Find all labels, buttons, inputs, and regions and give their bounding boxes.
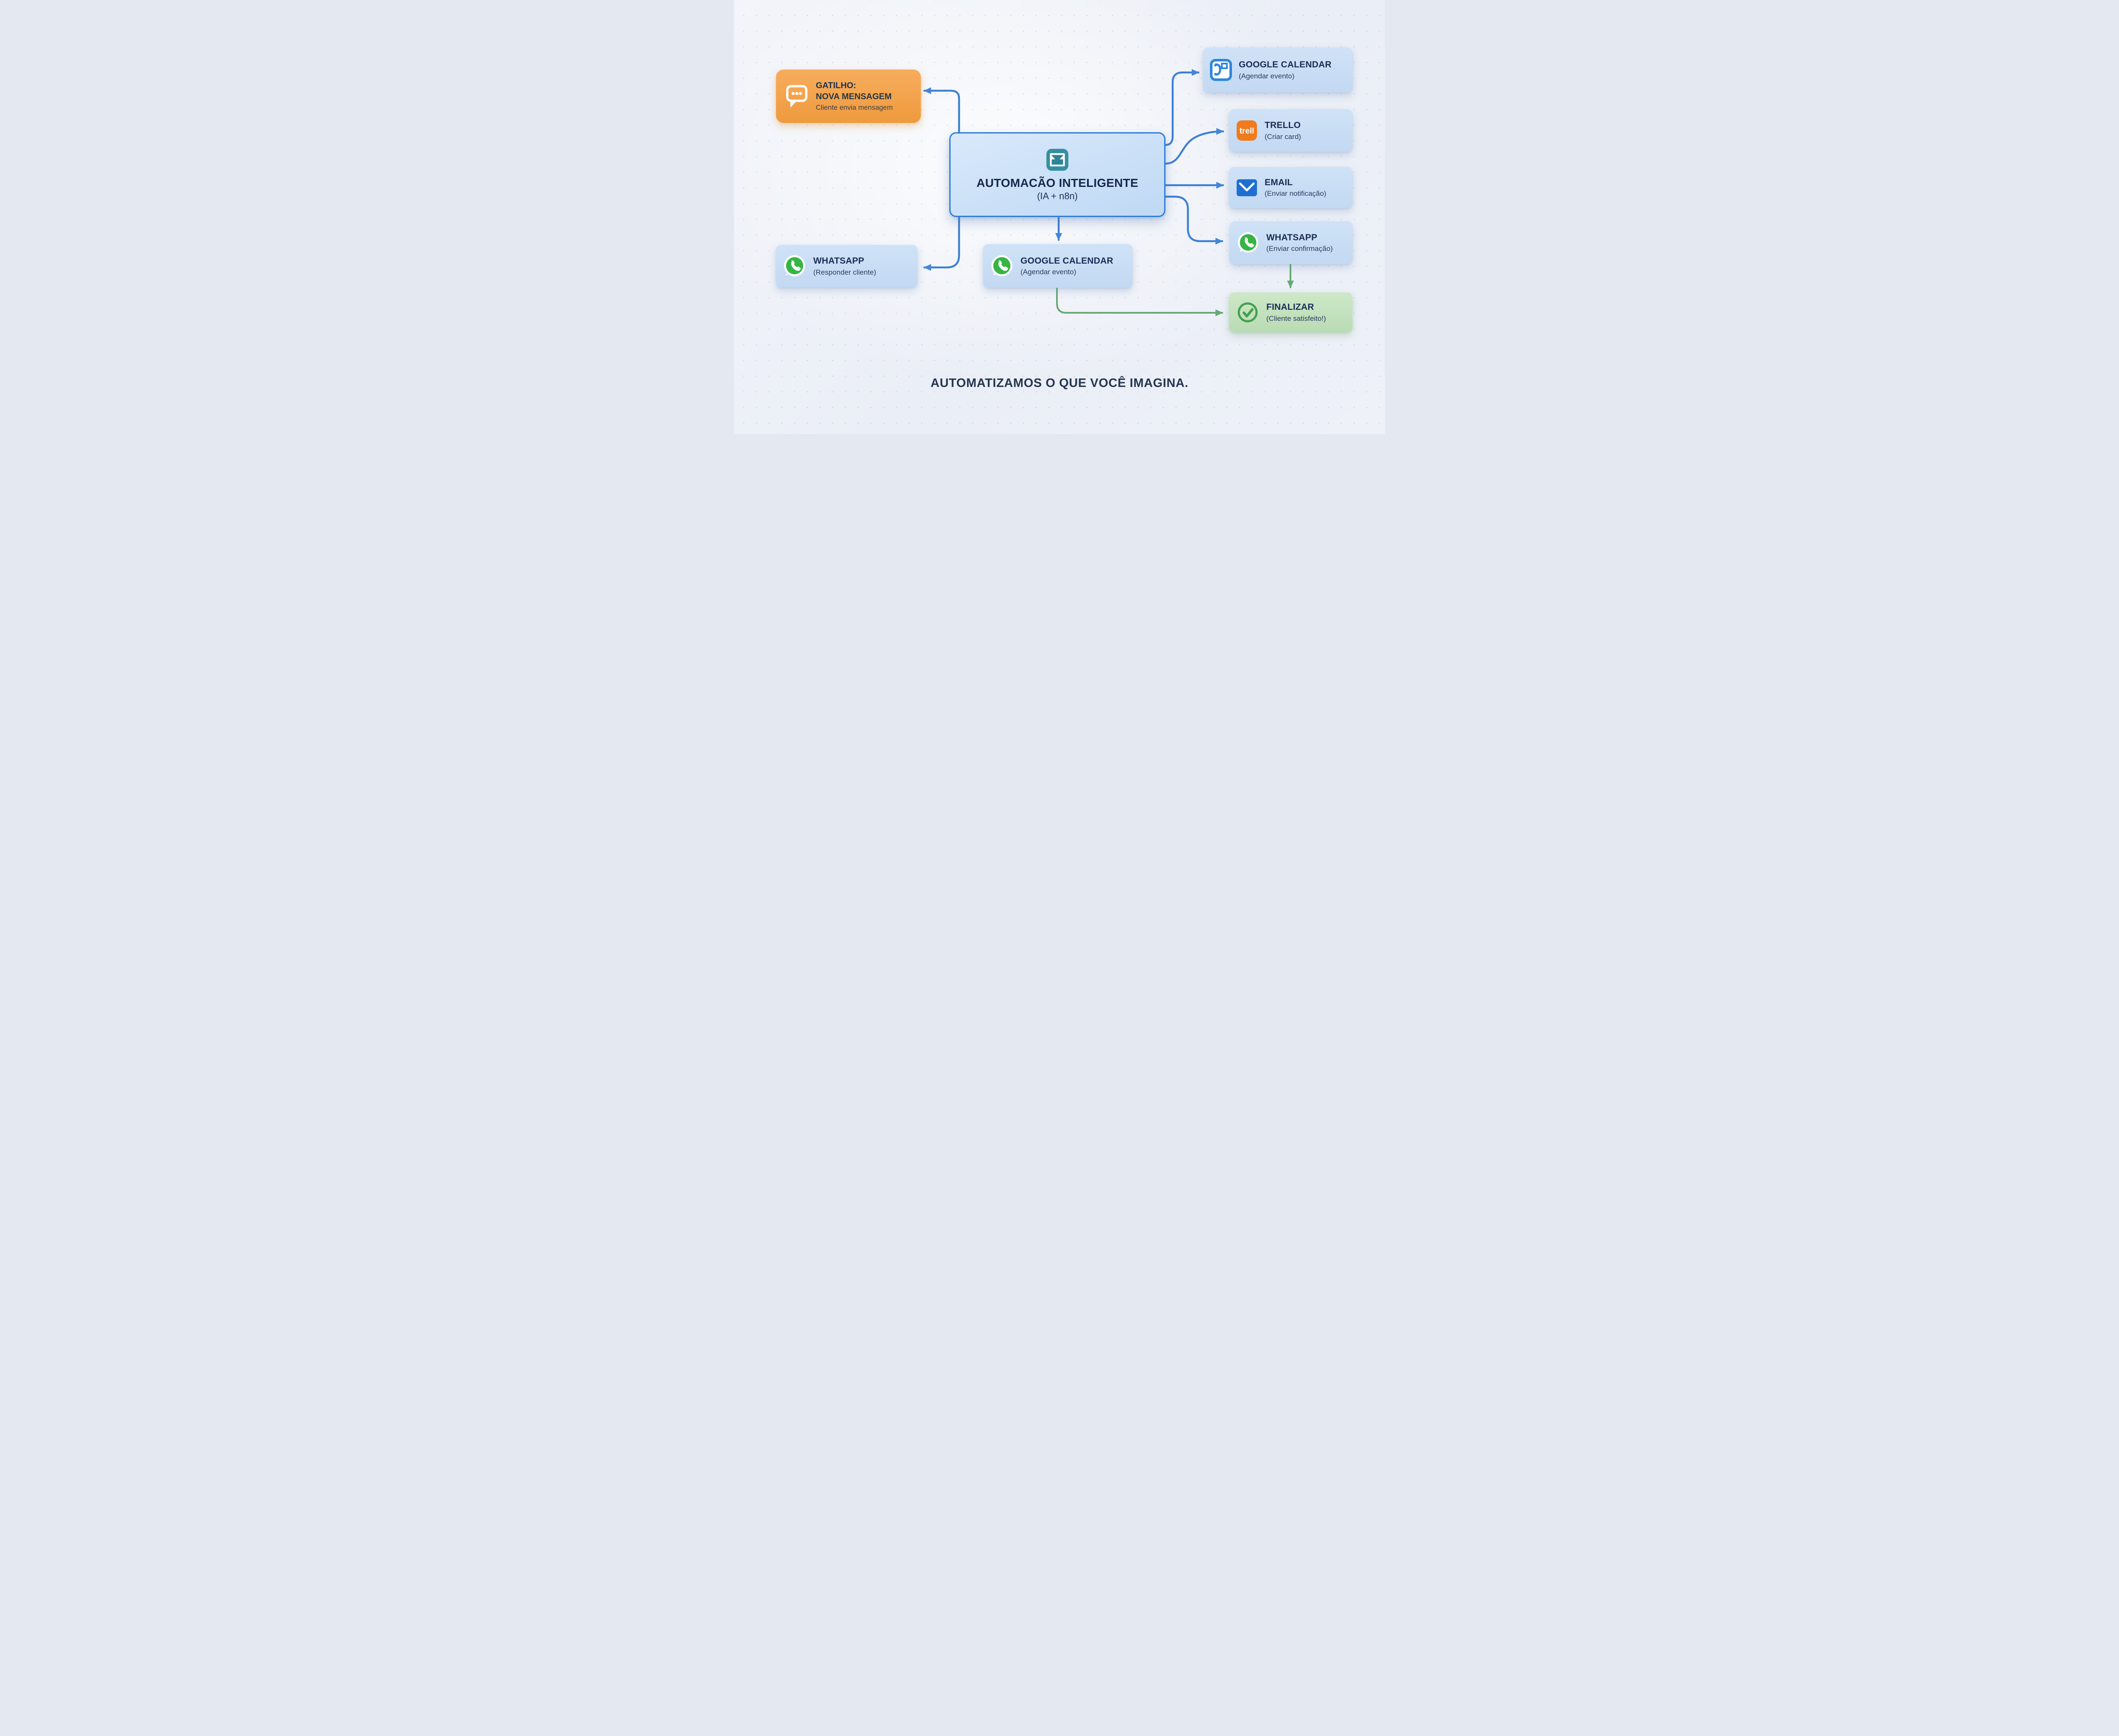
node-gatilho: GATILHO: NOVA MENSAGEM Cliente envia men… [776,70,921,123]
trello-title: TRELLO [1265,120,1301,131]
connector-center-to-gatilho [923,87,960,136]
gatilho-title-line2: NOVA MENSAGEM [816,92,892,102]
whatsapp-icon [784,255,805,276]
connector-layer [923,69,1294,316]
node-email: EMAIL (Enviar notificação) [1229,167,1352,208]
node-whatsapp-left: WHATSAPP (Responder cliente) [776,245,918,287]
connector-center-to-whatsapp-left [923,214,960,271]
connector-center-to-whatsapp-right [1164,195,1224,245]
connector-center-to-calendar-top [1164,69,1200,146]
node-finalizar: FINALIZAR (Cliente satisfeito!) [1229,292,1352,332]
check-circle-icon [1237,302,1258,323]
whatsapp-left-title: WHATSAPP [813,256,865,266]
trello-icon: trell [1237,120,1257,141]
node-google-calendar-bottom: GOOGLE CALENDAR (Agendar evento) [983,244,1132,288]
connector-center-to-trello [1164,128,1224,165]
mail-badge-icon [1046,148,1068,171]
whatsapp-right-subtitle: (Enviar confirmação) [1266,245,1333,253]
gc-top-title: GOOGLE CALENDAR [1239,60,1332,70]
whatsapp-icon [991,255,1012,276]
email-title: EMAIL [1265,177,1293,187]
connector-calendar-to-finalizar [1056,287,1223,316]
whatsapp-icon [1238,232,1258,253]
trello-icon-text: trell [1240,127,1254,136]
chat-bubble-icon [786,85,808,108]
headline: AUTOMATIZAMOS O QUE VOCÊ IMAGINA. [930,376,1189,390]
google-calendar-icon [1210,59,1232,81]
node-trello: trell TRELLO (Criar card) [1229,109,1352,152]
center-subtitle: (IA + n8n) [1037,190,1078,201]
email-icon [1237,179,1257,196]
gatilho-title: GATILHO: [816,81,856,91]
node-google-calendar-top: GOOGLE CALENDAR (Agendar evento) [1203,47,1352,92]
node-automacao-inteligente: AUTOMACÃO INTELIGENTE (IA + n8n) [949,132,1165,217]
automation-flow-diagram: GATILHO: NOVA MENSAGEM Cliente envia men… [734,0,1385,434]
whatsapp-left-subtitle: (Responder cliente) [813,268,876,276]
whatsapp-right-title: WHATSAPP [1266,232,1318,242]
finalizar-title: FINALIZAR [1266,302,1314,312]
gc-bottom-title: GOOGLE CALENDAR [1021,256,1113,266]
node-whatsapp-right: WHATSAPP (Enviar confirmação) [1230,221,1352,264]
gc-bottom-subtitle: (Agendar evento) [1021,268,1076,276]
finalizar-subtitle: (Cliente satisfeito!) [1266,314,1326,323]
gatilho-subtitle: Cliente envia mensagem [816,104,893,112]
center-title: AUTOMACÃO INTELIGENTE [976,176,1138,189]
trello-subtitle: (Criar card) [1265,132,1301,141]
email-subtitle: (Enviar notificação) [1265,189,1326,198]
gc-top-subtitle: (Agendar evento) [1239,72,1295,80]
